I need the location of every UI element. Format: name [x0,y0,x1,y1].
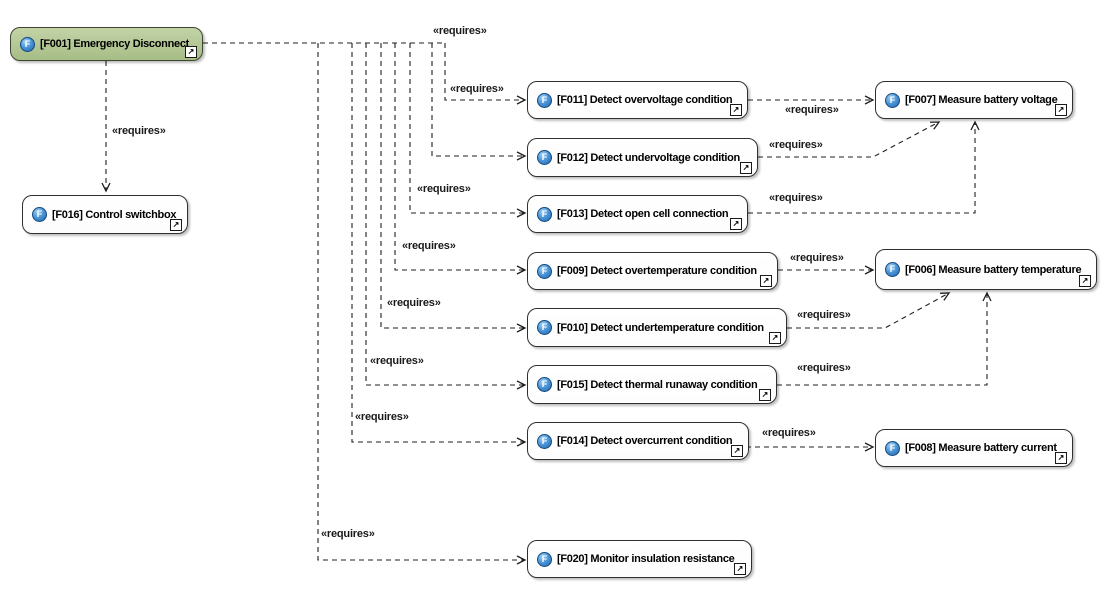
function-icon: F [20,36,35,52]
navigate-icon[interactable]: ↗ [1079,275,1091,287]
function-icon: F [537,551,552,567]
edge-label-f015-f006: «requires» [797,362,851,374]
node-f009-detect-overtemperature[interactable]: F [F009] Detect overtemperature conditio… [527,252,778,290]
navigate-icon[interactable]: ↗ [1055,452,1067,464]
function-icon: F [537,263,552,279]
navigate-icon[interactable]: ↗ [740,162,752,174]
navigate-icon[interactable]: ↗ [769,332,781,344]
edge-label-f001-f014: «requires» [355,411,409,423]
node-f015-detect-thermal-runaway[interactable]: F [F015] Detect thermal runaway conditio… [527,365,777,404]
node-f016-control-switchbox[interactable]: F [F016] Control switchbox ↗ [22,195,188,234]
navigate-icon[interactable]: ↗ [170,219,182,231]
node-f013-detect-open-cell[interactable]: F [F013] Detect open cell connection ↗ [527,195,748,233]
node-f012-detect-undervoltage[interactable]: F [F012] Detect undervoltage condition ↗ [527,138,758,177]
function-icon: F [537,320,552,335]
edge-f001-f010[interactable] [380,43,527,333]
function-icon: F [537,206,552,222]
node-label: [F012] Detect undervoltage condition [557,151,740,164]
node-label: [F016] Control switchbox [52,208,177,221]
node-f008-measure-battery-current[interactable]: F [F008] Measure battery current ↗ [875,429,1073,467]
edge-label-f010-f006: «requires» [797,309,851,321]
node-label: [F015] Detect thermal runaway condition [557,378,758,391]
node-label: [F020] Monitor insulation resistance [557,553,735,565]
function-icon: F [885,262,900,277]
node-label: [F014] Detect overcurrent condition [557,435,733,447]
node-label: [F010] Detect undertemperature condition [557,321,764,334]
edge-label-f009-f006: «requires» [790,252,844,264]
edge-label-f001-f013: «requires» [417,183,471,195]
node-f020-monitor-insulation[interactable]: F [F020] Monitor insulation resistance ↗ [527,540,752,578]
edge-label-f001-f012: «requires» [433,25,487,37]
navigate-icon[interactable]: ↗ [1055,104,1067,116]
edge-f001-f014[interactable] [351,43,527,447]
node-label: [F013] Detect open cell connection [557,208,729,220]
function-icon: F [537,150,552,165]
node-f014-detect-overcurrent[interactable]: F [F014] Detect overcurrent condition ↗ [527,422,749,460]
edge-label-f001-f015: «requires» [370,355,424,367]
function-icon: F [537,92,552,108]
node-label: [F001] Emergency Disconnect [40,38,190,50]
function-icon: F [32,207,47,222]
edge-label-f001-f011: «requires» [450,83,504,95]
node-f010-detect-undertemperature[interactable]: F [F010] Detect undertemperature conditi… [527,308,787,347]
node-label: [F006] Measure battery temperature [905,263,1082,276]
navigate-icon[interactable]: ↗ [731,445,743,457]
navigate-icon[interactable]: ↗ [734,563,746,575]
node-label: [F008] Measure battery current [905,442,1057,454]
node-f011-detect-overvoltage[interactable]: F [F011] Detect overvoltage condition ↗ [527,81,748,119]
edge-label-f001-f020: «requires» [321,528,375,540]
function-icon: F [885,92,900,108]
node-f007-measure-battery-voltage[interactable]: F [F007] Measure battery voltage ↗ [875,81,1073,119]
edge-f015-f006[interactable] [777,291,992,386]
node-f006-measure-battery-temperature[interactable]: F [F006] Measure battery temperature ↗ [875,249,1097,290]
node-label: [F009] Detect overtemperature condition [557,265,757,277]
edge-label-f014-f008: «requires» [762,427,816,439]
edge-label-f001-f010: «requires» [387,297,441,309]
edge-label-f011-f007: «requires» [785,104,839,116]
edge-f001-f012[interactable] [431,43,527,161]
edge-f001-f020[interactable] [317,43,527,565]
navigate-icon[interactable]: ↗ [185,46,197,58]
edge-f001-f013[interactable] [409,43,527,218]
edge-f010-f006[interactable] [787,292,951,329]
function-icon: F [537,377,552,392]
navigate-icon[interactable]: ↗ [730,218,742,230]
edge-f012-f007[interactable] [758,121,941,158]
edge-label-f013-f007: «requires» [769,192,823,204]
edge-label-f001-f009: «requires» [402,240,456,252]
edge-f001-f011[interactable] [444,43,527,105]
edge-f001-f015[interactable] [365,43,527,390]
edge-label-f001-f016: «requires» [112,125,166,137]
node-label: [F011] Detect overvoltage condition [557,94,733,106]
navigate-icon[interactable]: ↗ [760,275,772,287]
function-icon: F [885,440,900,456]
function-icon: F [537,433,552,449]
edge-f001-f009[interactable] [394,43,527,275]
node-label: [F007] Measure battery voltage [905,94,1058,106]
edge-label-f012-f007: «requires» [769,139,823,151]
edge-f013-f007[interactable] [748,120,980,214]
navigate-icon[interactable]: ↗ [759,389,771,401]
navigate-icon[interactable]: ↗ [730,104,742,116]
node-f001-emergency-disconnect[interactable]: F [F001] Emergency Disconnect ↗ [10,27,203,61]
